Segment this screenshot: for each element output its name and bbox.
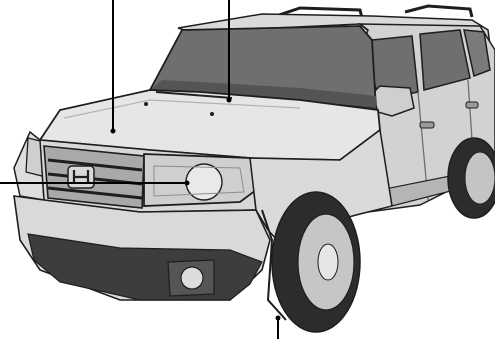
leader-dot-front-tire	[276, 316, 281, 321]
leader-dot-headlight	[185, 181, 190, 186]
roof-rail-right	[405, 6, 472, 17]
headlight	[144, 154, 256, 206]
front-wheel-hub	[318, 244, 338, 280]
rear-tire	[448, 138, 495, 218]
fog-light-lens	[181, 267, 203, 289]
front-tire	[272, 192, 360, 332]
leader-dot-windshield	[227, 98, 232, 103]
fog-light	[168, 260, 214, 296]
rear-wheel-rim	[465, 152, 495, 204]
leader-dot-hood	[111, 129, 116, 134]
door-handle-rear	[466, 102, 478, 108]
door-handle-front	[420, 122, 434, 128]
washer-nozzle-left	[144, 102, 148, 106]
washer-nozzle-right	[210, 112, 214, 116]
grille	[44, 146, 144, 208]
